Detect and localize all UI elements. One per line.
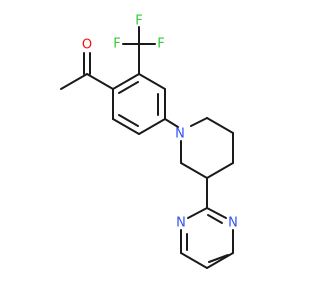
fluorine-atom-label-left: F	[113, 37, 120, 52]
bond-ring-c1-c2	[112, 73, 140, 90]
bond-ring-c5-c6	[112, 118, 140, 135]
nitrogen-atom-label-piperidine: N	[175, 127, 185, 142]
bond-ring-inner-1	[118, 81, 139, 94]
benzene-ring	[112, 73, 166, 135]
bond-n-c2	[190, 117, 208, 127]
pyrimidine-ring	[180, 207, 234, 269]
bond-carbonyl-ring	[86, 73, 114, 90]
bond-c2-c3	[206, 117, 234, 134]
bond-c4-c5	[206, 162, 234, 179]
bond-ring-piperidine-n	[164, 118, 179, 128]
bond-ring-inner-3	[118, 114, 139, 127]
piperidine-ring	[180, 117, 234, 179]
bond-c2-n3	[206, 207, 227, 219]
nitrogen-atom-label-pyrimidine-left: N	[176, 216, 186, 231]
nitrogen-atom-label-pyrimidine-right: N	[228, 216, 238, 231]
bond-c5-c6	[180, 252, 208, 269]
bond-n1-c2	[187, 207, 208, 219]
bond-methyl-carbonyl	[60, 73, 88, 90]
fluorine-atom-label-right: F	[157, 37, 164, 52]
fluorine-atom-label-top: F	[135, 14, 142, 29]
bond-ring-c4-c5	[138, 118, 166, 135]
molecule-structure-diagram: O F F F N N N	[60, 14, 238, 269]
bond-ring-c2-c3	[138, 73, 166, 90]
acetyl-group	[60, 52, 114, 90]
oxygen-atom-label: O	[82, 38, 92, 53]
bond-c5-c6	[180, 162, 208, 179]
bond-pyr-inner-2	[208, 254, 229, 263]
trifluoromethyl-group	[122, 26, 156, 75]
bond-pyr-inner-1	[207, 214, 223, 224]
